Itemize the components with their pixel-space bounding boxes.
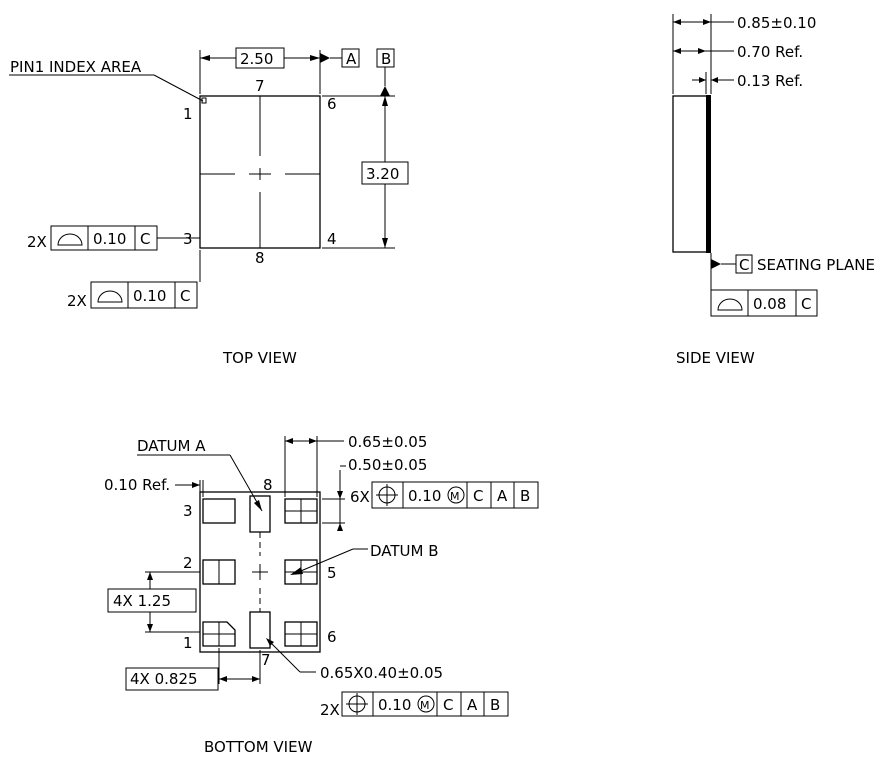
- mmc-icon: [447, 486, 465, 504]
- bottom-dim-pitch-x: 4X 0.825: [130, 670, 198, 688]
- top-pin-8: 8: [255, 249, 265, 267]
- bottom-ref-note: 0.10 Ref.: [104, 476, 170, 494]
- bottom-fcf-pads-count: 6X: [350, 488, 370, 506]
- datum-b: B: [381, 50, 391, 68]
- top-dim-width: 2.50: [240, 50, 273, 68]
- bottom-pin-1: 1: [183, 634, 193, 652]
- bottom-pin-5: 5: [327, 564, 337, 582]
- mmc-letter: M: [420, 699, 430, 712]
- side-dim-total: 0.85±0.10: [737, 14, 816, 32]
- side-dim-cap: 0.13 Ref.: [737, 72, 803, 90]
- top-pin-7: 7: [255, 77, 265, 95]
- profile-surface-icon: [57, 233, 83, 246]
- bottom-fcf-pads-d3: B: [520, 487, 530, 505]
- pad-1: [202, 621, 236, 647]
- datum-c-box: [735, 254, 753, 274]
- bottom-dim-pad-width: 0.50±0.05: [348, 456, 427, 474]
- pad-7: [249, 611, 271, 649]
- bottom-view-caption: BOTTOM VIEW: [204, 738, 313, 756]
- bottom-fcf-pads-frame: [371, 481, 539, 509]
- bottom-fcf-center-d2: A: [467, 696, 478, 714]
- bottom-fcf-center-d1: C: [443, 696, 453, 714]
- side-view-caption: SIDE VIEW: [676, 349, 755, 367]
- profile-surface-icon: [97, 290, 123, 303]
- top-pin-1: 1: [183, 105, 193, 123]
- top-dim-width-box: [235, 47, 285, 69]
- top-fcf-right-count: 2X: [27, 233, 47, 251]
- side-fcf-datum: C: [801, 295, 811, 313]
- top-pin-4: 4: [327, 230, 337, 248]
- bottom-view: 8 3 2 5 1 6 7 DATUM A DATUM B 0.10 Ref. …: [104, 433, 539, 756]
- mmc-letter: M: [450, 490, 460, 503]
- datum-a-note: DATUM A: [137, 437, 206, 455]
- bottom-fcf-pads-d1: C: [473, 487, 483, 505]
- bottom-pin-3: 3: [183, 502, 193, 520]
- bottom-fcf-center-value: 0.10: [378, 696, 411, 714]
- bottom-pin-6: 6: [327, 628, 337, 646]
- seating-plane-label: SEATING PLANE: [757, 256, 875, 274]
- top-pin-3: 3: [183, 230, 193, 248]
- side-cap: [706, 95, 711, 253]
- bottom-dim-pad-pitch: 0.65±0.05: [348, 433, 427, 451]
- top-pin-6: 6: [327, 95, 337, 113]
- top-view: PIN1 INDEX AREA 1 7 6 3 8 4 2.50 A B: [9, 47, 409, 367]
- top-fcf-right-datum: C: [140, 230, 150, 248]
- top-fcf-bottom-frame: [90, 281, 198, 309]
- top-dim-height-box: [361, 161, 409, 185]
- top-fcf-right-value: 0.10: [93, 230, 126, 248]
- top-fcf-bottom-datum: C: [180, 287, 190, 305]
- bottom-dim-center-pad: 0.65X0.40±0.05: [320, 664, 443, 682]
- bottom-dim-pitch-x-box: [125, 667, 219, 691]
- pad-3: [202, 498, 236, 524]
- top-view-caption: TOP VIEW: [222, 349, 297, 367]
- bottom-fcf-center-frame: [341, 691, 509, 717]
- side-fcf-value: 0.08: [753, 295, 786, 313]
- datum-a-box: [341, 48, 360, 68]
- side-fcf-frame: [710, 289, 818, 317]
- pin1-leader-diag: [153, 74, 204, 102]
- datum-b-note: DATUM B: [370, 542, 439, 560]
- top-fcf-bottom-count: 2X: [67, 292, 87, 310]
- bottom-fcf-center-count: 2X: [320, 701, 340, 719]
- bottom-fcf-pads-d2: A: [497, 487, 508, 505]
- bottom-pin-7: 7: [261, 651, 271, 669]
- top-dim-height: 3.20: [366, 165, 399, 183]
- side-body: [672, 95, 708, 253]
- profile-surface-icon: [717, 298, 743, 311]
- bottom-pin-2: 2: [183, 554, 193, 572]
- pad-8: [249, 495, 271, 533]
- pin1-index-note: PIN1 INDEX AREA: [10, 58, 142, 76]
- bottom-fcf-pads-value: 0.10: [408, 487, 441, 505]
- datum-a: A: [346, 50, 357, 68]
- bottom-dim-pitch-y-box: [107, 588, 197, 613]
- datum-c: C: [739, 256, 749, 274]
- bottom-dim-pitch-y: 4X 1.25: [113, 592, 171, 610]
- top-fcf-bottom-value: 0.10: [133, 287, 166, 305]
- side-view: 0.85±0.10 0.70 Ref. 0.13 Ref. C SEATING …: [672, 14, 875, 367]
- side-dim-body: 0.70 Ref.: [737, 43, 803, 61]
- bottom-pin-8: 8: [263, 476, 273, 494]
- mmc-icon: [417, 695, 435, 713]
- bottom-fcf-center-d3: B: [490, 696, 500, 714]
